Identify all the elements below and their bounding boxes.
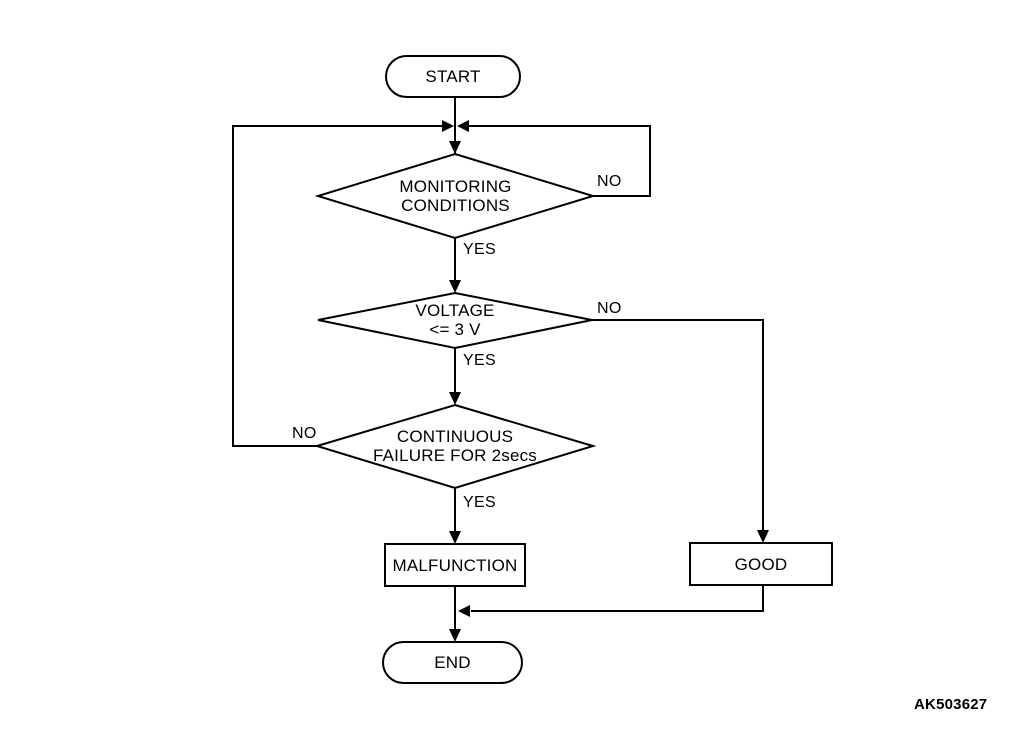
continuous-yes-label: YES [463, 494, 496, 511]
arrowhead-into-voltage [449, 280, 461, 293]
voltage-decision-shape [317, 291, 593, 350]
end-label-text: END [434, 653, 471, 672]
voltage-yes-label: YES [463, 352, 496, 369]
monitoring-no-label: NO [597, 173, 622, 190]
good-label-text: GOOD [734, 554, 788, 574]
good-process-shape [689, 542, 833, 586]
edge-voltage-no [592, 319, 764, 533]
figure-id: AK503627 [914, 696, 988, 713]
edge-good-to-merge [471, 585, 764, 612]
malfunction-node-label: MALFUNCTION [385, 544, 525, 586]
malfunction-label-text: MALFUNCTION [392, 555, 518, 575]
arrowhead-junction-from-left [442, 120, 454, 132]
arrowhead-into-monitoring [449, 141, 461, 154]
monitoring-decision-label: MONITORING CONDITIONS [330, 177, 581, 215]
edge-monitoring-no-loop [467, 125, 651, 197]
start-label-text: START [425, 67, 481, 86]
continuous-label-line1: CONTINUOUS [396, 427, 514, 446]
continuous-decision-label: CONTINUOUS FAILURE FOR 2secs [330, 427, 580, 465]
edge-continuous-no-loop [232, 125, 444, 447]
voltage-label-line2: <= 3 V [429, 320, 481, 339]
monitoring-label-line1: MONITORING [399, 177, 512, 196]
continuous-decision-shape [313, 403, 597, 490]
end-terminator-shape [382, 641, 523, 684]
arrowhead-into-continuous [449, 392, 461, 405]
voltage-no-label: NO [597, 300, 622, 317]
arrowhead-merge-left [458, 605, 470, 617]
arrowhead-into-end [449, 629, 461, 642]
arrowhead-junction-from-right [457, 120, 469, 132]
start-node-label: START [386, 56, 520, 97]
voltage-decision-label: VOLTAGE <= 3 V [330, 301, 580, 339]
monitoring-yes-label: YES [463, 241, 496, 258]
end-node-label: END [383, 642, 522, 683]
continuous-no-label: NO [292, 425, 317, 442]
voltage-label-line1: VOLTAGE [415, 301, 495, 320]
monitoring-label-line2: CONDITIONS [401, 196, 510, 215]
continuous-label-line2: FAILURE FOR 2secs [373, 446, 537, 465]
monitoring-decision-shape [314, 152, 597, 240]
arrowhead-into-good [757, 530, 769, 543]
good-node-label: GOOD [690, 543, 832, 585]
malfunction-process-shape [384, 543, 526, 587]
start-terminator-shape [385, 55, 521, 98]
arrowhead-into-malfunction [449, 531, 461, 544]
